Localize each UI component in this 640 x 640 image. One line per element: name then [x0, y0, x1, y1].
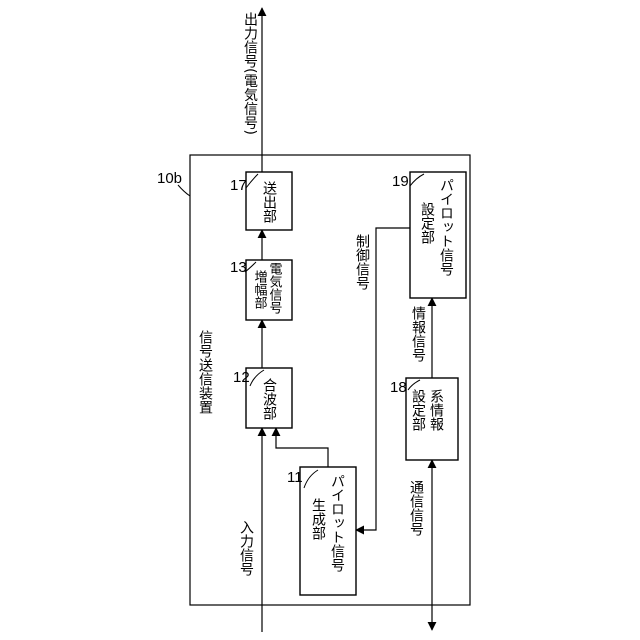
block-pilot-setting: パイロット信号 設定部: [410, 172, 466, 298]
info-signal-label: 情報信号: [410, 306, 426, 362]
control-signal-label: 制御信号: [354, 234, 370, 290]
block-19-ref: 19: [392, 173, 409, 190]
block-11-ref: 11: [287, 469, 303, 486]
block-18-line-1: 系情報: [428, 389, 444, 431]
input-signal-label: 入力信号: [238, 520, 254, 576]
block-11-line-1: パイロット信号: [329, 474, 345, 572]
pilot-to-combiner-line: [276, 428, 328, 467]
block-13-ref: 13: [230, 259, 247, 276]
device-ref-leader: [178, 185, 190, 196]
block-18-ref: 18: [390, 379, 407, 396]
output-signal-label: 出力信号(電気信号): [242, 12, 258, 135]
block-17-line-1: 送出部: [261, 181, 277, 223]
block-13-line-2: 増幅部: [252, 270, 268, 309]
block-transmitter: 送出部: [246, 172, 292, 230]
communication-signal-label: 通信信号: [408, 480, 424, 536]
block-17-ref: 17: [230, 177, 247, 194]
block-13-line-1: 電気信号: [267, 262, 283, 314]
block-pilot-generator: パイロット信号 生成部: [300, 467, 356, 595]
block-combiner: 合波部: [246, 368, 292, 428]
block-system-info-setting: 系情報 設定部: [406, 378, 458, 460]
block-amplifier: 電気信号 増幅部: [246, 260, 292, 320]
block-12-ref: 12: [233, 369, 250, 386]
block-18-line-2: 設定部: [410, 389, 426, 431]
block-11-line-2: 生成部: [310, 498, 326, 540]
block-12-line-1: 合波部: [261, 378, 277, 420]
block-19-line-2: 設定部: [419, 202, 435, 244]
device-ref: 10b: [157, 170, 182, 187]
block-19-line-1: パイロット信号: [438, 178, 454, 276]
device-label: 信号送信装置: [197, 330, 213, 414]
